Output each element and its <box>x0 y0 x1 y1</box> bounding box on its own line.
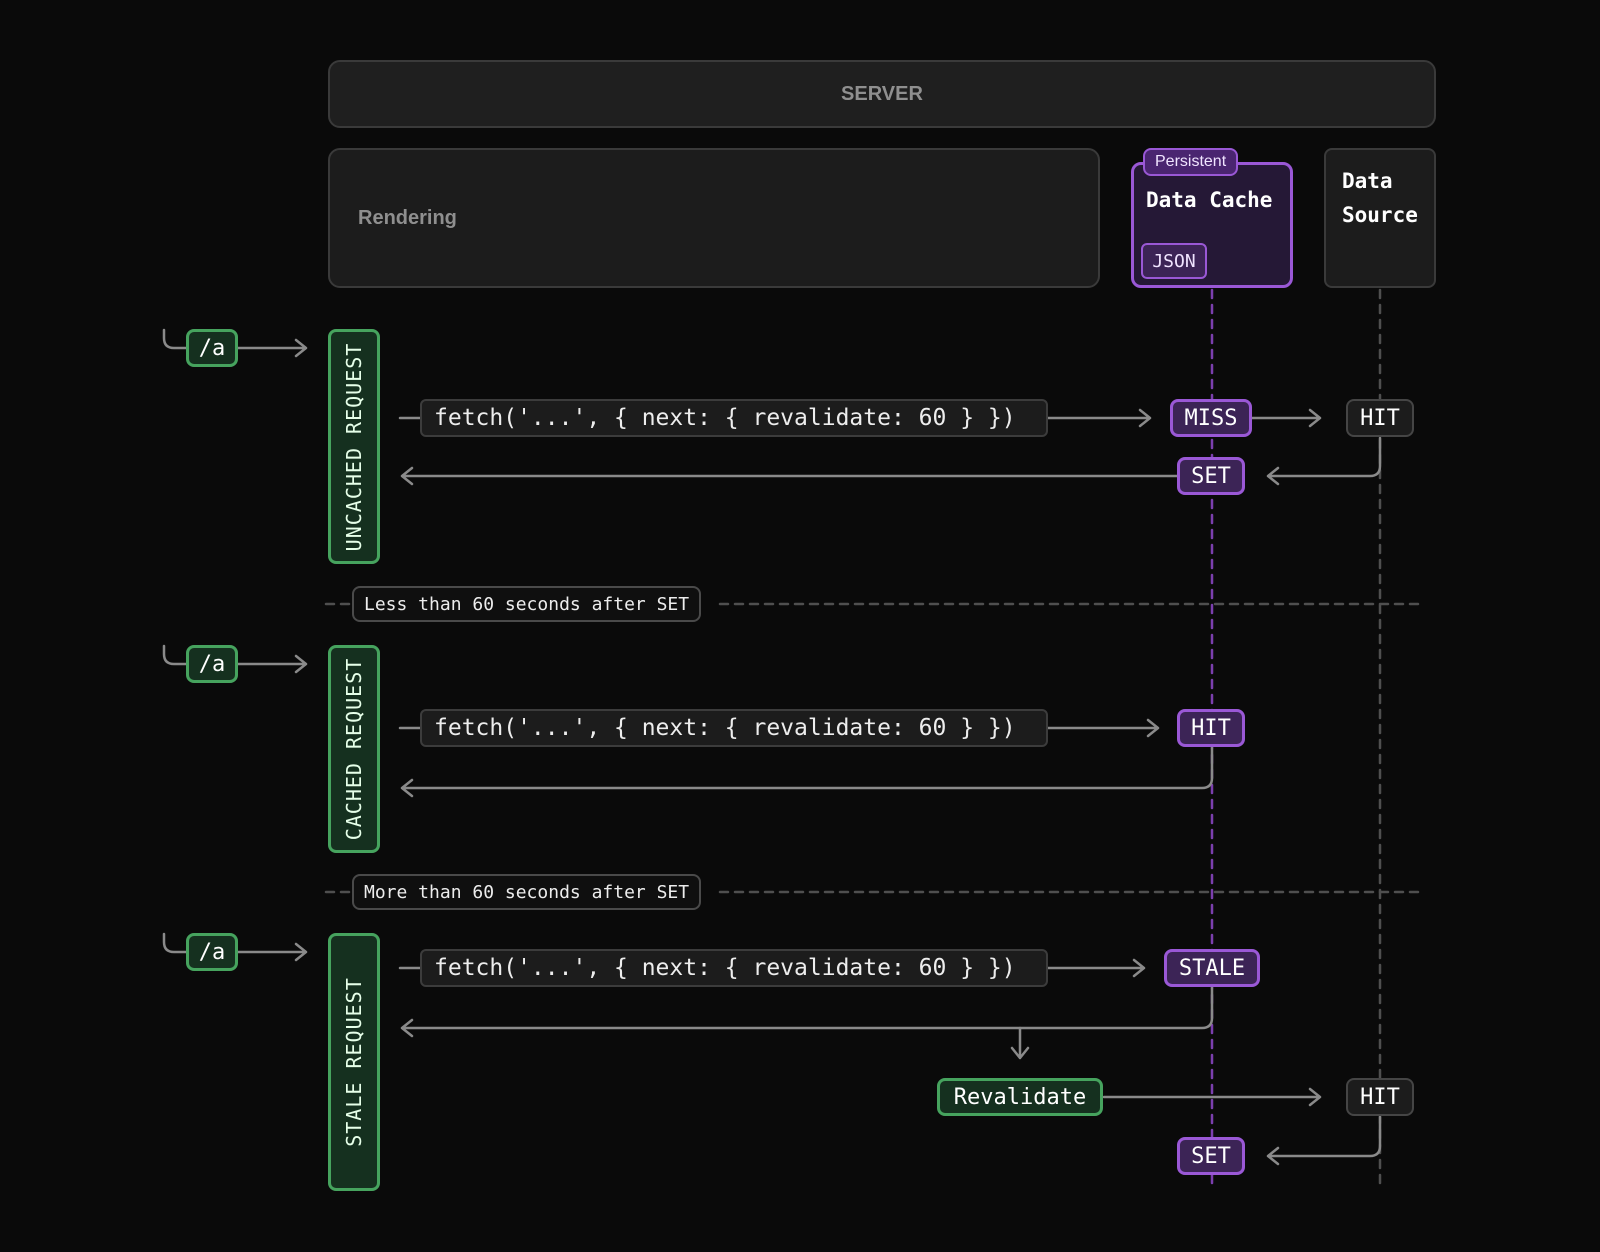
fetch-call: fetch('...', { next: { revalidate: 60 } … <box>420 709 1048 747</box>
cache-stale-badge: STALE <box>1164 949 1260 987</box>
route-badge: /a <box>186 329 238 367</box>
data-source-box: Data Source <box>1324 148 1436 288</box>
data-cache-title: Data Cache <box>1146 188 1273 212</box>
time-separator: More than 60 seconds after SET <box>352 874 702 910</box>
hit-to-render-arrow <box>400 746 1214 798</box>
stale-request-bar: STALE REQUEST <box>328 933 380 1191</box>
source-hit-badge: HIT <box>1346 399 1414 437</box>
set-to-render-arrow-1 <box>400 466 1179 486</box>
server-header: SERVER <box>328 60 1436 128</box>
stale-to-render-arrow <box>400 986 1214 1038</box>
source-to-set-arrow-1 <box>1266 436 1382 486</box>
route-badge: /a <box>186 645 238 683</box>
fetch-3-to-cache-arrow <box>1046 958 1146 978</box>
json-badge: JSON <box>1141 243 1207 279</box>
fetch-call: fetch('...', { next: { revalidate: 60 } … <box>420 949 1048 987</box>
route-badge: /a <box>186 933 238 971</box>
revalidate-badge: Revalidate <box>937 1078 1103 1116</box>
request-label: UNCACHED REQUEST <box>342 342 366 551</box>
source-hit-badge: HIT <box>1346 1078 1414 1116</box>
route-3-hook <box>162 932 188 954</box>
fetch-2-to-cache-arrow <box>1046 718 1160 738</box>
cached-request-bar: CACHED REQUEST <box>328 645 380 853</box>
source-to-set-arrow-2 <box>1266 1115 1382 1166</box>
request-label: STALE REQUEST <box>342 977 366 1147</box>
rendering-panel: Rendering <box>328 148 1100 288</box>
route-3-arrow <box>236 942 308 962</box>
cache-set-badge: SET <box>1177 457 1245 495</box>
request-label: CACHED REQUEST <box>342 657 366 841</box>
route-1-hook <box>162 328 188 350</box>
cache-miss-badge: MISS <box>1170 399 1252 437</box>
uncached-request-bar: UNCACHED REQUEST <box>328 329 380 564</box>
miss-to-source-arrow <box>1250 408 1322 428</box>
revalidate-to-source-arrow <box>1102 1087 1322 1107</box>
route-2-hook <box>162 644 188 666</box>
route-2-arrow <box>236 654 308 674</box>
route-1-arrow <box>236 338 308 358</box>
revalidate-drop-arrow <box>1010 1026 1030 1060</box>
rendering-label: Rendering <box>358 206 457 229</box>
fetch-call: fetch('...', { next: { revalidate: 60 } … <box>420 399 1048 437</box>
persistent-badge: Persistent <box>1143 148 1239 176</box>
cache-hit-badge: HIT <box>1177 709 1245 747</box>
fetch-1-to-cache-arrow <box>1046 408 1152 428</box>
time-separator: Less than 60 seconds after SET <box>352 586 702 622</box>
cache-set-badge: SET <box>1177 1137 1245 1175</box>
